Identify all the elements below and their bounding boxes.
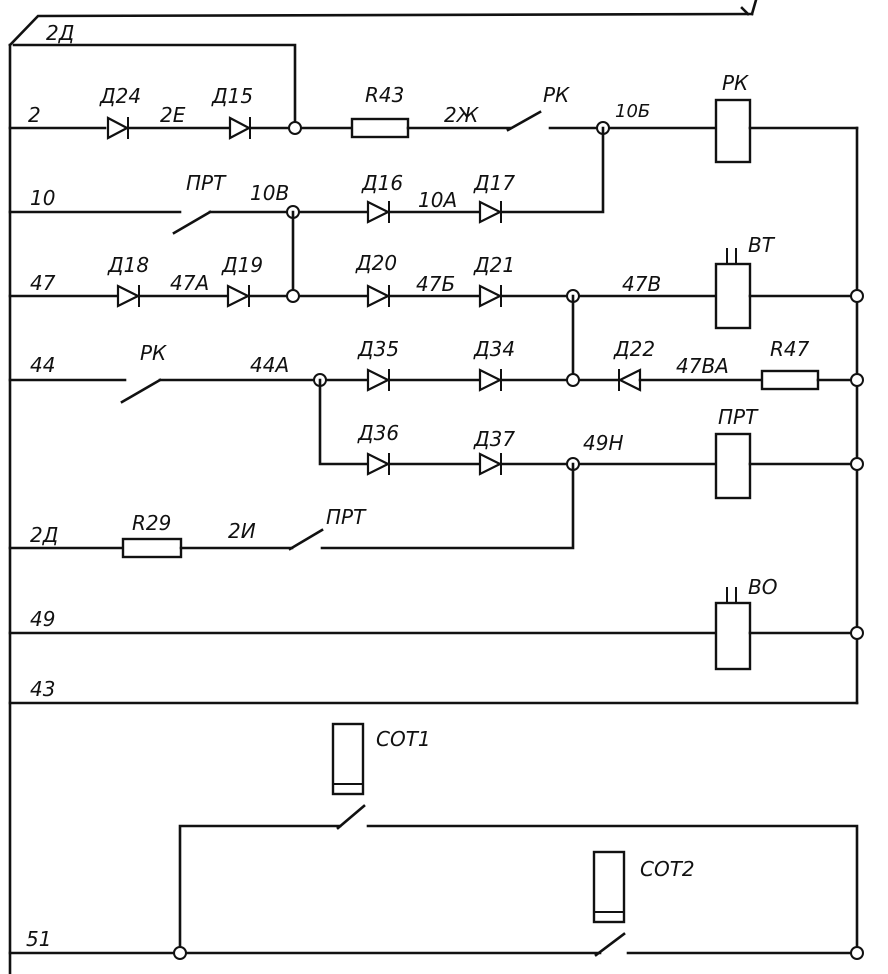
wire-label-47a: 47А <box>170 271 209 295</box>
label-d34: Д34 <box>473 337 515 361</box>
label-prt-coil: ПРТ <box>718 405 759 429</box>
label-sot1: СОТ1 <box>376 727 431 751</box>
label-d36: Д36 <box>357 421 399 445</box>
diode-d18 <box>116 284 141 308</box>
frame-top-border <box>8 12 754 47</box>
contact-rk-top-blade <box>506 110 542 132</box>
wire-label-2e: 2Е <box>160 103 186 127</box>
contact-prt-2d-blade <box>288 528 324 551</box>
label-r29: R29 <box>132 511 171 535</box>
wire-label-49: 49 <box>30 607 55 631</box>
label-d20: Д20 <box>355 251 397 275</box>
diode-d19 <box>226 284 251 308</box>
wire-label-44a: 44А <box>250 353 289 377</box>
contact-rk-44-blade <box>120 378 162 404</box>
wire-label-47b: 47Б <box>416 272 455 296</box>
wire-d17-to-10b <box>499 126 605 214</box>
label-sot2: СОТ2 <box>640 857 695 881</box>
wire-label-47: 47 <box>30 271 56 295</box>
contact-sot1-blade <box>336 804 366 830</box>
wire-label-49n: 49Н <box>583 431 624 455</box>
diode-d21 <box>478 284 503 308</box>
node-2d-junction <box>288 121 302 135</box>
label-prt-contact-2d: ПРТ <box>326 505 367 529</box>
diode-d17 <box>478 200 503 224</box>
label-r47: R47 <box>770 337 810 361</box>
label-prt-contact-10: ПРТ <box>186 171 227 195</box>
frame-top-right-edge <box>740 0 758 16</box>
node-51-right <box>850 946 864 960</box>
wire-label-51: 51 <box>26 927 51 951</box>
diode-d16 <box>366 200 391 224</box>
contact-sot2-blade <box>594 932 626 957</box>
label-d35: Д35 <box>357 337 399 361</box>
node-bus-47 <box>850 289 864 303</box>
wire-label-2d: 2Д <box>30 523 58 547</box>
contact-prt-10-blade <box>172 210 212 235</box>
wire-label-47v: 47В <box>622 272 661 296</box>
coil-sot1 <box>331 722 365 796</box>
coil-sot2 <box>592 850 626 924</box>
wire-label-2d-top: 2Д <box>46 21 74 45</box>
label-rk-contact-top: РК <box>543 83 570 107</box>
wire-label-10b: 10Б <box>615 101 650 122</box>
coil-prt <box>714 432 752 500</box>
label-rk-coil: РК <box>722 71 749 95</box>
label-d15: Д15 <box>211 84 253 108</box>
node-bus-49n <box>850 457 864 471</box>
wire-sot1-right <box>366 824 859 955</box>
wire-label-47va: 47ВА <box>676 354 729 378</box>
label-d24: Д24 <box>99 84 141 108</box>
wire-label-10v: 10В <box>250 181 289 205</box>
wire-2d-top-loop <box>12 43 297 130</box>
diode-d34 <box>478 368 503 392</box>
wire-label-2zh: 2Ж <box>444 103 480 127</box>
coil-rk <box>714 98 752 164</box>
label-vo-coil: ВО <box>748 575 777 599</box>
diode-d20 <box>366 284 391 308</box>
diode-d35 <box>366 368 391 392</box>
diode-d22 <box>617 368 642 392</box>
coil-vo <box>714 601 752 671</box>
label-d18: Д18 <box>107 253 149 277</box>
wire-prt-to-49n <box>320 462 575 550</box>
wire-label-43: 43 <box>30 677 55 701</box>
diode-d37 <box>478 452 503 476</box>
label-r43: R43 <box>365 83 404 107</box>
label-vt-coil: ВТ <box>748 233 776 257</box>
node-bus-44 <box>850 373 864 387</box>
node-bus-49 <box>850 626 864 640</box>
node-51-left <box>173 946 187 960</box>
label-d19: Д19 <box>221 253 263 277</box>
diode-d24 <box>106 116 130 140</box>
label-rk-contact-44: РК <box>140 341 167 365</box>
resistor-r29 <box>121 537 183 559</box>
wire-label-2: 2 <box>28 103 41 127</box>
label-d21: Д21 <box>473 253 515 277</box>
diode-d36 <box>366 452 391 476</box>
wire-label-10a: 10А <box>418 188 457 212</box>
wire-label-10: 10 <box>30 186 55 210</box>
label-d17: Д17 <box>473 171 515 195</box>
resistor-r47 <box>760 369 820 391</box>
wire-sot1-left <box>178 824 342 955</box>
coil-vt <box>714 262 752 330</box>
diode-d15 <box>228 116 252 140</box>
label-d37: Д37 <box>473 427 515 451</box>
wire-label-2i: 2И <box>228 519 256 543</box>
node-47a <box>286 289 300 303</box>
wire-label-44: 44 <box>30 353 55 377</box>
node-44-junction <box>566 373 580 387</box>
label-d16: Д16 <box>361 171 403 195</box>
label-d22: Д22 <box>613 337 655 361</box>
wire-44a-down <box>318 378 370 466</box>
resistor-r43 <box>350 117 410 139</box>
